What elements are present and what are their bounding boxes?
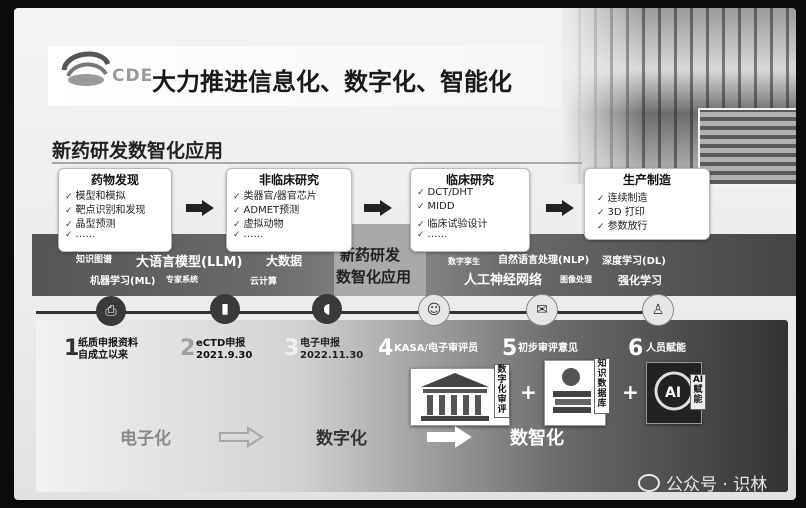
phase-digital-intelligence: 数智化 xyxy=(510,428,564,449)
band-label-expert-system: 专家系统 xyxy=(166,275,198,284)
people-icon: ☺ xyxy=(418,294,450,326)
ai-label: AI xyxy=(665,385,681,401)
stage-item: ✓MIDD xyxy=(417,201,455,212)
photo-tile xyxy=(698,108,796,186)
check-icon: ✓ xyxy=(65,206,73,216)
step-number: 5 xyxy=(502,336,518,361)
printer-icon: ⎙ xyxy=(96,296,126,326)
hollow-arrow-icon xyxy=(219,426,264,448)
step-number: 1 xyxy=(64,336,80,361)
center-text-line2: 数智化应用 xyxy=(336,268,412,286)
step-label: 人员赋能 xyxy=(646,343,686,354)
person-icon: ♙ xyxy=(642,294,674,326)
phase-digital: 数字化 xyxy=(316,429,367,449)
check-icon: ✓ xyxy=(65,220,73,230)
books-icon xyxy=(553,368,591,413)
check-icon: ✓ xyxy=(233,220,241,230)
tag-knowledge-base: 知识数据库 xyxy=(594,358,610,414)
tag-ai-assist: AI赋能 xyxy=(690,374,706,410)
section-title: 新药研发数智化应用 xyxy=(52,140,224,162)
check-icon: ✓ xyxy=(65,192,73,202)
step-label: 初步审评意见 xyxy=(518,343,578,354)
band-label-rl: 强化学习 xyxy=(618,274,662,287)
check-icon: ✓ xyxy=(233,230,241,240)
stage-card-manufacturing: 生产制造 ✓连续制造 ✓3D 打印 ✓参数放行 xyxy=(584,168,710,240)
slide: CDE 大力推进信息化、数字化、智能化 新药研发数智化应用 新药研发 数智化应用… xyxy=(14,8,796,500)
mouse-icon: ◖ xyxy=(312,294,342,324)
stage-title: 临床研究 xyxy=(445,173,494,187)
stage-card-nonclinical: 非临床研究 ✓类器官/器官芯片 ✓ADMET预测 ✓虚拟动物 ✓…… xyxy=(226,168,352,252)
stage-item: ✓晶型预测 xyxy=(65,219,116,230)
stage-item: ✓…… xyxy=(65,229,96,240)
step-number: 6 xyxy=(628,336,644,361)
stage-item: ✓模型和模拟 xyxy=(65,191,126,202)
step-number: 4 xyxy=(378,336,394,361)
section-divider xyxy=(52,162,582,164)
stage-card-clinical: 临床研究 ✓DCT/DHT ✓MIDD ✓临床试验设计 ✓…… xyxy=(410,168,530,252)
step-number: 3 xyxy=(284,336,300,361)
check-icon: ✓ xyxy=(417,202,425,212)
band-label-digital-twin: 数字孪生 xyxy=(448,257,480,266)
page-title: 大力推进信息化、数字化、智能化 xyxy=(152,68,512,96)
band-label-big-data: 大数据 xyxy=(266,254,303,268)
stage-item: ✓ADMET预测 xyxy=(233,205,300,216)
ai-box: AI xyxy=(646,362,702,424)
stage-item: ✓虚拟动物 xyxy=(233,219,284,230)
tag-digital-review: 数字化审评 xyxy=(494,364,510,418)
stage-item: ✓临床试验设计 xyxy=(417,219,488,230)
stage-item: ✓类器官/器官芯片 xyxy=(233,191,317,202)
hollow-arrow-icon xyxy=(427,426,472,448)
timeline xyxy=(36,311,656,314)
wechat-icon xyxy=(638,474,660,492)
envelope-icon: ✉ xyxy=(526,294,558,326)
stage-title: 生产制造 xyxy=(622,173,671,187)
usb-drive-icon: ▮ xyxy=(210,294,240,324)
stage-item: ✓…… xyxy=(233,229,264,240)
stage-item: ✓3D 打印 xyxy=(597,207,645,218)
band-label-llm: 大语言模型(LLM) xyxy=(136,255,243,270)
plus-sign: + xyxy=(520,380,537,404)
plus-sign: + xyxy=(622,380,639,404)
stage-title: 药物发现 xyxy=(90,173,139,187)
cde-logo-icon xyxy=(61,51,111,86)
center-text-line1: 新药研发 xyxy=(340,246,401,264)
logo-text: CDE xyxy=(112,66,154,86)
check-icon: ✓ xyxy=(597,222,605,232)
stage-item: ✓连续制造 xyxy=(597,193,648,204)
band-label-knowledge-graph: 知识图谱 xyxy=(76,255,113,265)
band-label-cloud: 云计算 xyxy=(250,277,278,287)
institution-building-icon xyxy=(421,373,489,421)
stage-item: ✓…… xyxy=(417,229,448,240)
stage-card-drug-discovery: 药物发现 ✓模型和模拟 ✓靶点识别和发现 ✓晶型预测 ✓…… xyxy=(58,168,172,252)
factory-photo-collage xyxy=(562,8,796,186)
band-label-nlp: 自然语言处理(NLP) xyxy=(498,255,590,266)
check-icon: ✓ xyxy=(597,208,605,218)
band-label-ann: 人工神经网络 xyxy=(464,273,543,288)
check-icon: ✓ xyxy=(597,194,605,204)
step-number: 2 xyxy=(180,336,196,361)
stage-item: ✓靶点识别和发现 xyxy=(65,205,146,216)
check-icon: ✓ xyxy=(233,206,241,216)
check-icon: ✓ xyxy=(233,192,241,202)
band-label-deep-learning: 深度学习(DL) xyxy=(602,256,666,267)
band-label-image: 图像处理 xyxy=(560,275,592,284)
step-label: KASA/电子审评员 xyxy=(394,343,479,354)
check-icon: ✓ xyxy=(417,220,425,230)
watermark: 公众号 · 识林 xyxy=(638,470,767,495)
phase-electronic: 电子化 xyxy=(120,429,171,449)
band-label-ml: 机器学习(ML) xyxy=(90,276,156,287)
stage-item: ✓参数放行 xyxy=(597,221,648,232)
stage-item: ✓DCT/DHT xyxy=(417,187,474,198)
step-label: 纸质申报资料自成立以来 xyxy=(78,338,138,361)
check-icon: ✓ xyxy=(417,230,425,240)
digital-review-box xyxy=(410,368,510,426)
check-icon: ✓ xyxy=(65,230,73,240)
stage-title: 非临床研究 xyxy=(258,173,319,187)
check-icon: ✓ xyxy=(417,188,425,198)
